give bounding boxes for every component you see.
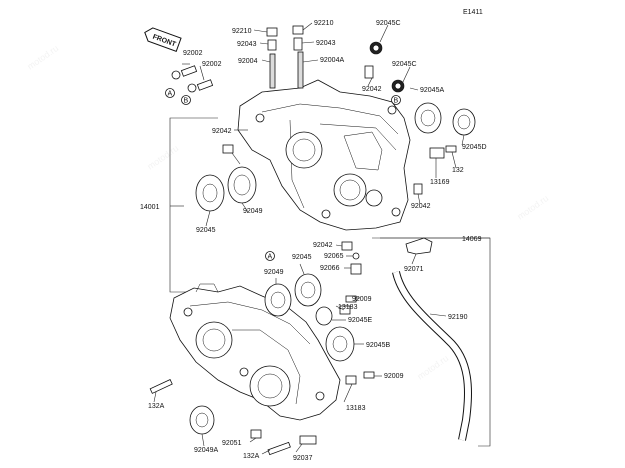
hose-92190 xyxy=(392,270,473,441)
bearing-92045-b xyxy=(294,273,322,307)
label-13183-b: 13183 xyxy=(346,405,366,412)
bearings-upper-left xyxy=(195,144,257,212)
label-132a-b: 132A xyxy=(243,453,260,460)
label-92190: 92190 xyxy=(448,314,468,321)
bearing-92045-a xyxy=(195,174,225,212)
svg-text:motod.ru: motod.ru xyxy=(145,143,180,172)
svg-text:motod.ru: motod.ru xyxy=(25,43,60,72)
callout-a-top xyxy=(165,88,175,98)
plug-92066 xyxy=(350,263,362,275)
callout-a-lower xyxy=(265,251,275,261)
leader-lines xyxy=(153,22,465,455)
stud-92004a xyxy=(297,51,304,89)
label-92066: 92066 xyxy=(320,265,340,272)
label-92009-b: 92009 xyxy=(384,373,404,380)
label-92002-a: 92002 xyxy=(183,50,203,57)
label-92045b: 92045B xyxy=(366,342,390,349)
bolt-132a-b xyxy=(267,441,291,456)
dowel-92042-a xyxy=(364,65,374,79)
label-92004a: 92004A xyxy=(320,57,344,64)
label-92045c-b: 92045C xyxy=(392,61,417,68)
upper-crankcase xyxy=(237,79,411,231)
lower-crankcase xyxy=(169,283,341,421)
label-92043-b: 92043 xyxy=(316,40,336,47)
bolt-132 xyxy=(445,145,457,153)
dowel-92051 xyxy=(250,429,262,439)
label-92051: 92051 xyxy=(222,440,242,447)
label-92042-d: 92042 xyxy=(313,242,333,249)
dowel-92042-c xyxy=(222,144,234,154)
pin-92037 xyxy=(299,435,317,445)
fitting-92071 xyxy=(405,237,433,255)
label-92043-a: 92043 xyxy=(237,41,257,48)
label-92045-b: 92045 xyxy=(292,254,312,261)
oil-seal-92049a xyxy=(189,405,215,435)
label-13169: 13169 xyxy=(430,179,450,186)
bearings-lower xyxy=(149,273,375,456)
label-92002-b: 92002 xyxy=(202,61,222,68)
bolt-92009-b xyxy=(363,371,375,379)
plate-13169 xyxy=(429,147,445,159)
label-92071: 92071 xyxy=(404,266,424,273)
plate-13183-a xyxy=(339,305,351,315)
plate-13183-b xyxy=(345,375,357,385)
label-92049-b: 92049 xyxy=(264,269,284,276)
bearing-92045a xyxy=(414,102,442,134)
label-92009-a: 92009 xyxy=(352,296,372,303)
stud-92004 xyxy=(269,53,276,89)
svg-text:A: A xyxy=(268,254,273,261)
collar-92043-a xyxy=(267,39,277,51)
label-132a-a: 132A xyxy=(148,403,165,410)
dowel-92042-d xyxy=(341,241,353,251)
label-92210-b: 92210 xyxy=(314,20,334,27)
label-132-a: 132 xyxy=(452,167,464,174)
svg-text:motod.ru: motod.ru xyxy=(415,353,450,382)
diagram-code: E1411 xyxy=(463,9,483,16)
bolt-132a-a xyxy=(149,379,173,394)
callout-b-top xyxy=(181,95,191,105)
bearing-92049-b xyxy=(264,283,292,317)
label-92037: 92037 xyxy=(293,455,313,462)
nut-92210-b xyxy=(292,25,304,35)
callout-markers: A B B A xyxy=(165,88,401,261)
label-92042-b: 92042 xyxy=(212,128,232,135)
part-labels: 92210 92210 92045C 92043 92043 92002 920… xyxy=(140,20,487,462)
bearing-92045d xyxy=(452,108,476,136)
nut-92210-a xyxy=(266,27,278,37)
bearing-92045b xyxy=(325,326,355,362)
bearing-92049-a xyxy=(227,166,257,204)
svg-text:B: B xyxy=(184,98,189,105)
label-92045-a: 92045 xyxy=(196,227,216,234)
label-92045a: 92045A xyxy=(420,87,444,94)
bearings-upper-right xyxy=(413,102,476,195)
svg-text:A: A xyxy=(168,91,173,98)
label-92045d: 92045D xyxy=(462,144,487,151)
front-arrow-icon: FRONT xyxy=(144,27,182,52)
label-92045e: 92045E xyxy=(348,317,372,324)
svg-text:B: B xyxy=(394,98,399,105)
label-14069: 14069 xyxy=(462,236,482,243)
label-92049-a: 92049 xyxy=(243,208,263,215)
collar-92043-b xyxy=(293,37,303,51)
bolts-92002 xyxy=(171,65,214,93)
bolt-92009-a xyxy=(345,295,357,303)
label-92049a: 92049A xyxy=(194,447,218,454)
bearing-92045e xyxy=(315,306,333,326)
label-92042-a: 92042 xyxy=(362,86,382,93)
callout-b-upper xyxy=(391,95,401,105)
label-92210-a: 92210 xyxy=(232,28,252,35)
label-14001: 14001 xyxy=(140,204,160,211)
dowel-92042-b xyxy=(413,183,423,195)
svg-text:motod.ru: motod.ru xyxy=(515,193,550,222)
o-ring-92065 xyxy=(352,252,360,260)
label-92045c-a: 92045C xyxy=(376,20,401,27)
label-92004: 92004 xyxy=(238,58,258,65)
label-92065: 92065 xyxy=(324,253,344,260)
label-92042-c: 92042 xyxy=(411,203,431,210)
middle-parts xyxy=(341,237,433,275)
label-13183-a: 13183 xyxy=(338,304,358,311)
